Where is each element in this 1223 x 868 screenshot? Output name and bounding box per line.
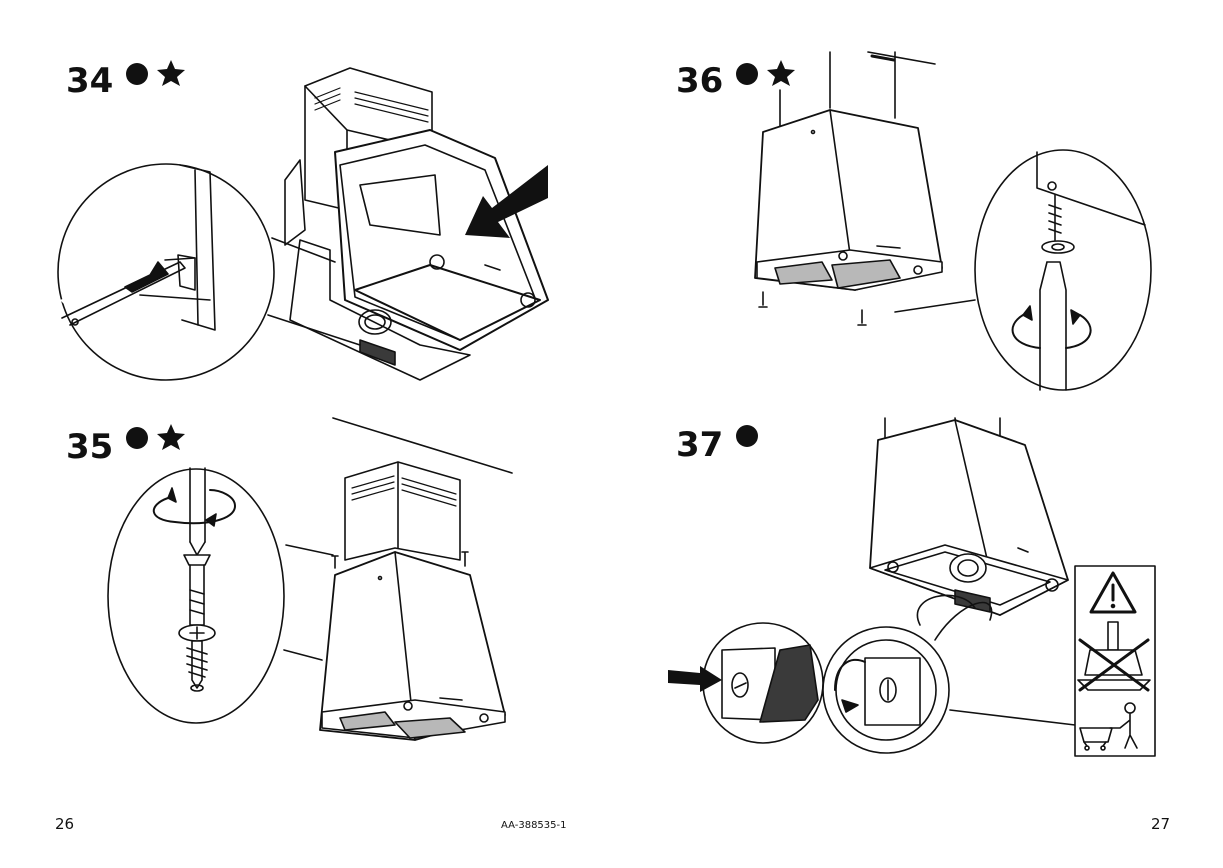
page-number-left: 26 xyxy=(55,815,75,833)
step-35-illustration xyxy=(108,418,512,740)
star-icon xyxy=(157,60,185,86)
circle-icon xyxy=(126,63,148,85)
step-34-illustration xyxy=(58,68,548,380)
step-37-number: 37 xyxy=(676,425,724,465)
step-36-number: 36 xyxy=(676,61,724,101)
document-id: AA-388535-1 xyxy=(501,820,567,831)
arrow-icon xyxy=(465,165,548,238)
step-36-illustration xyxy=(755,52,1151,390)
star-icon xyxy=(767,60,795,86)
circle-icon xyxy=(736,63,758,85)
step-37-illustration xyxy=(668,418,1155,756)
circle-icon xyxy=(126,427,148,449)
circle-icon xyxy=(736,425,758,447)
step-35-number: 35 xyxy=(66,427,114,467)
star-icon xyxy=(157,424,185,450)
step-34-number: 34 xyxy=(66,61,114,101)
arrow-icon xyxy=(668,666,722,692)
page-number-right: 27 xyxy=(1151,815,1171,833)
